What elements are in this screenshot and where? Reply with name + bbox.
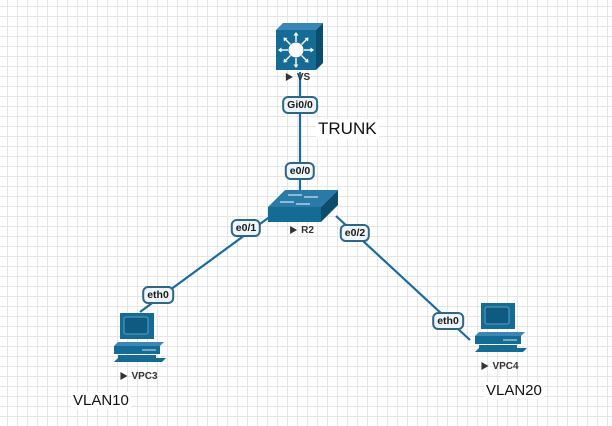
port-label-vpc4-eth0[interactable]: eth0 <box>432 312 464 330</box>
annotation-trunk[interactable]: TRUNK <box>316 119 379 139</box>
play-icon <box>285 73 293 81</box>
pc-icon[interactable] <box>114 313 166 362</box>
play-icon <box>481 362 489 370</box>
port-label-r2-e0-1[interactable]: e0/1 <box>230 219 262 237</box>
annotation-vlan10[interactable]: VLAN10 <box>71 392 131 409</box>
port-label-vpc3-eth0[interactable]: eth0 <box>142 286 174 304</box>
l3-switch-icon[interactable] <box>276 23 323 70</box>
annotation-vlan20[interactable]: VLAN20 <box>484 382 544 399</box>
pc-icon[interactable] <box>475 303 527 352</box>
node-label-r2[interactable]: R2 <box>290 225 314 236</box>
switch-icon[interactable] <box>268 190 338 222</box>
play-icon <box>290 226 298 234</box>
port-label-r2-e0-0[interactable]: e0/0 <box>284 162 316 180</box>
node-label-vs[interactable]: VS <box>285 72 310 83</box>
node-label-vpc4[interactable]: VPC4 <box>481 361 519 372</box>
port-label-r2-e0-2[interactable]: e0/2 <box>339 224 371 242</box>
node-label-vpc3[interactable]: VPC3 <box>120 371 158 382</box>
play-icon <box>120 372 128 380</box>
port-label-vs-gi0-0[interactable]: Gi0/0 <box>282 96 318 114</box>
